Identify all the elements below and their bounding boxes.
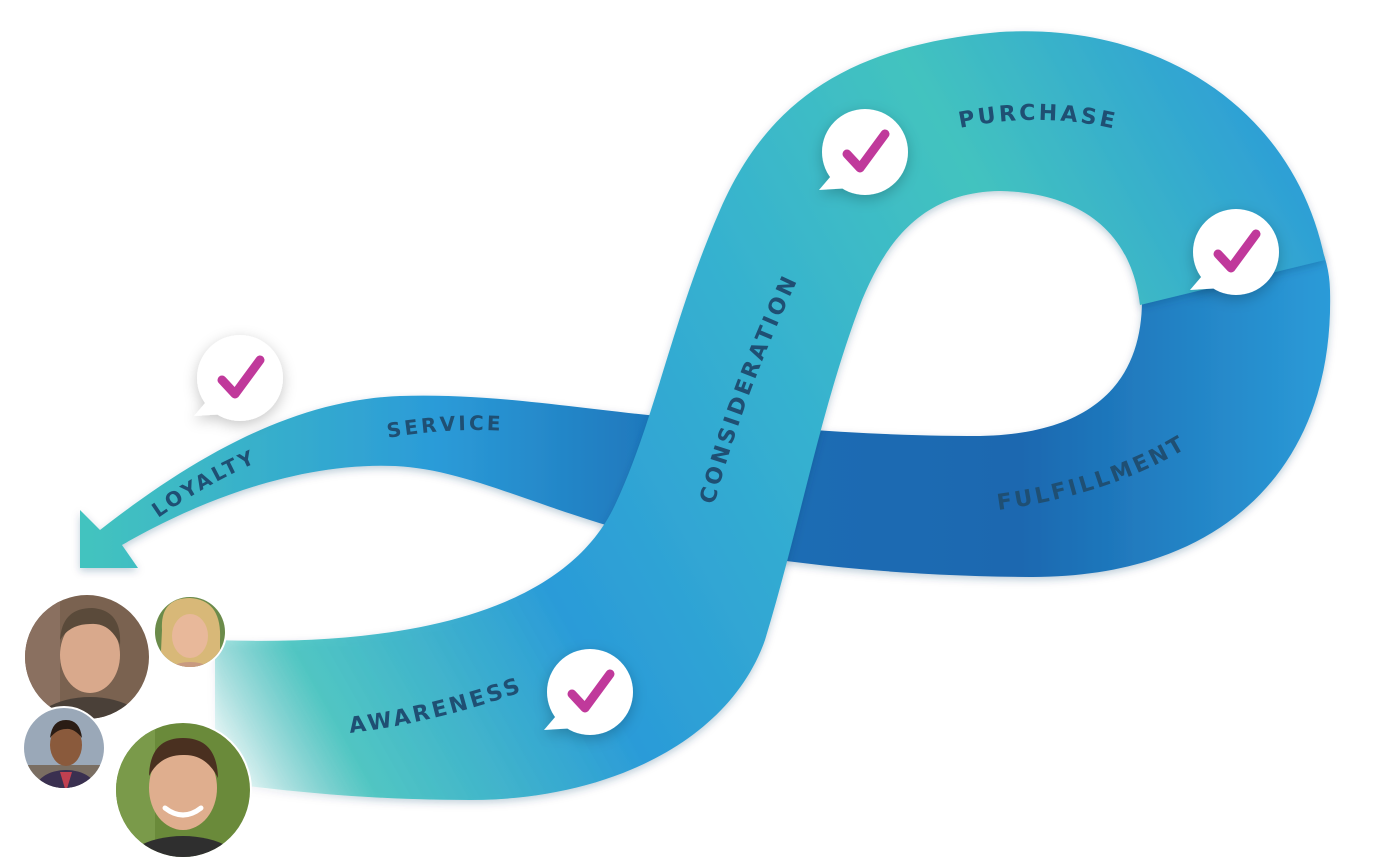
avatar [22,706,106,790]
avatar [153,595,227,669]
ribbon-back-band [80,155,1331,578]
ribbon-front-band [215,31,1325,800]
check-bubble-icon [819,109,908,195]
ribbon-front [215,31,1325,800]
check-bubble-icon [194,335,283,421]
check-bubble-icon [544,649,633,735]
ribbon-back [80,155,1331,578]
check-bubble-icon [1190,209,1279,295]
